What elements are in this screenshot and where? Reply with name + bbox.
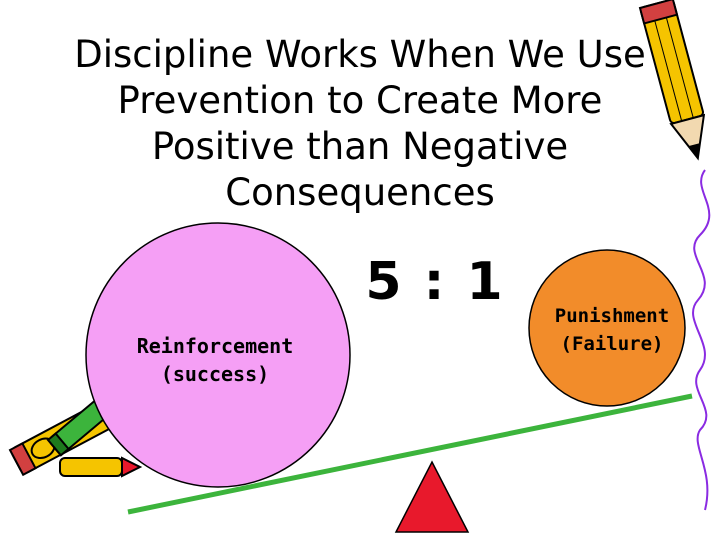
crayon-icon <box>59 456 143 478</box>
crayon-icon <box>46 396 114 457</box>
pencil-icon <box>638 0 706 161</box>
balance-beam <box>127 393 693 515</box>
reinforcement-label: Reinforcement (success) <box>100 332 330 388</box>
punishment-circle <box>528 249 686 407</box>
reinforcement-label-line2: (success) <box>160 362 270 386</box>
slide-title: Discipline Works When We Use Prevention … <box>74 33 646 214</box>
ratio-text: 5 : 1 <box>365 252 505 312</box>
reinforcement-circle <box>85 222 351 488</box>
punishment-label: Punishment (Failure) <box>522 302 702 358</box>
fulcrum-triangle <box>394 460 470 533</box>
squiggle-decoration <box>692 169 711 511</box>
punishment-label-line2: (Failure) <box>560 333 664 355</box>
punishment-label-line1: Punishment <box>554 305 670 327</box>
reinforcement-label-line1: Reinforcement <box>136 334 294 358</box>
